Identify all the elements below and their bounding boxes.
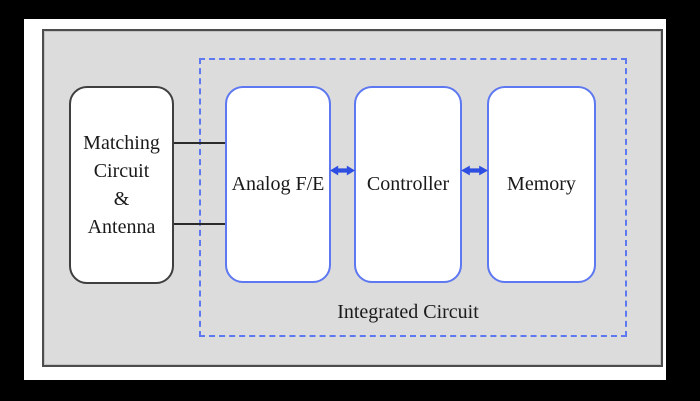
antenna-block-line: &: [113, 188, 130, 210]
block-controller: Controller: [354, 86, 462, 283]
antenna-block-line: Matching: [83, 132, 160, 154]
block-label: Memory: [507, 173, 576, 195]
antenna-block-line: Antenna: [87, 216, 156, 238]
bidirectional-arrow-icon: [330, 165, 355, 176]
antenna-to-analog-wire-top: [173, 142, 227, 144]
integrated-circuit-boundary: [199, 58, 627, 337]
antenna-block-line: Circuit: [93, 160, 150, 182]
block-memory: Memory: [487, 86, 596, 283]
bidirectional-arrow-icon: [461, 165, 488, 176]
block-label: Controller: [366, 173, 450, 195]
block-label: Analog F/E: [231, 173, 325, 195]
integrated-circuit-label: Integrated Circuit: [337, 301, 479, 323]
block-analog-fe: Analog F/E: [225, 86, 331, 283]
block-matching-circuit-antenna: Matching Circuit & Antenna: [69, 86, 174, 284]
antenna-to-analog-wire-bottom: [173, 223, 227, 225]
